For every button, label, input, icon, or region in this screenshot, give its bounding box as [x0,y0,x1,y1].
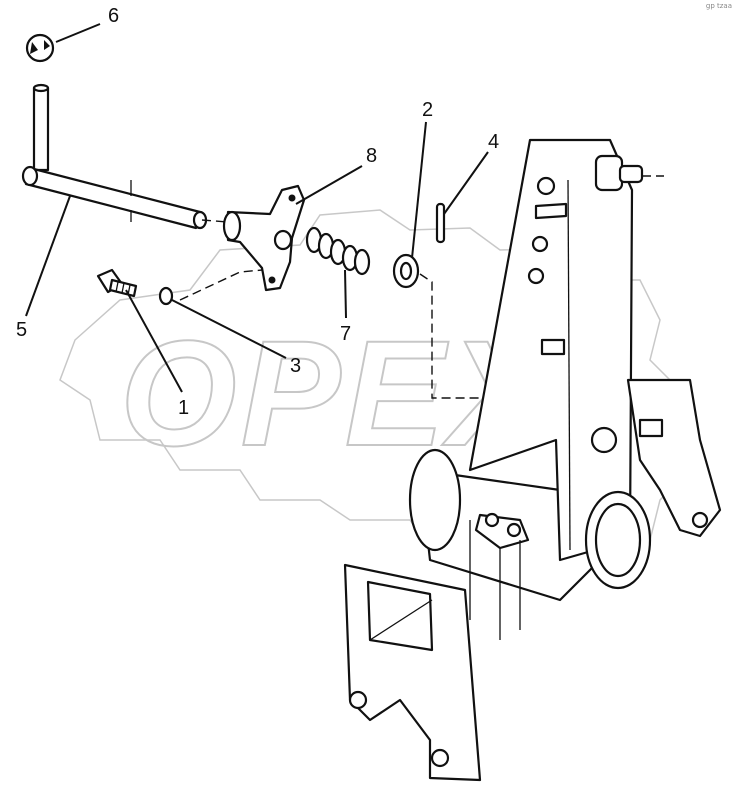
plate-part-8 [222,184,306,292]
callout-8: 8 [366,145,377,167]
washer-part-2 [392,253,420,289]
corner-mark: gp tzaa [705,2,732,10]
callout-3: 3 [290,355,301,377]
callout-7: 7 [340,323,351,345]
lever-pin-part-5 [21,83,208,230]
leader-lines [25,23,489,393]
callout-4: 4 [488,131,499,153]
assembly-lines [179,219,490,399]
lock-washer-part-3 [158,286,174,306]
knob-part-6 [25,33,55,63]
callout-6: 6 [108,5,119,27]
main-bracket [343,138,722,782]
bolt-part-1 [96,268,138,298]
callout-1: 1 [178,397,189,419]
callout-2: 2 [422,99,433,121]
callouts: 1 2 3 4 5 6 7 8 [16,5,499,419]
roll-pin-part-4 [435,202,446,244]
spring-part-7 [305,226,371,276]
callout-5: 5 [16,319,27,341]
